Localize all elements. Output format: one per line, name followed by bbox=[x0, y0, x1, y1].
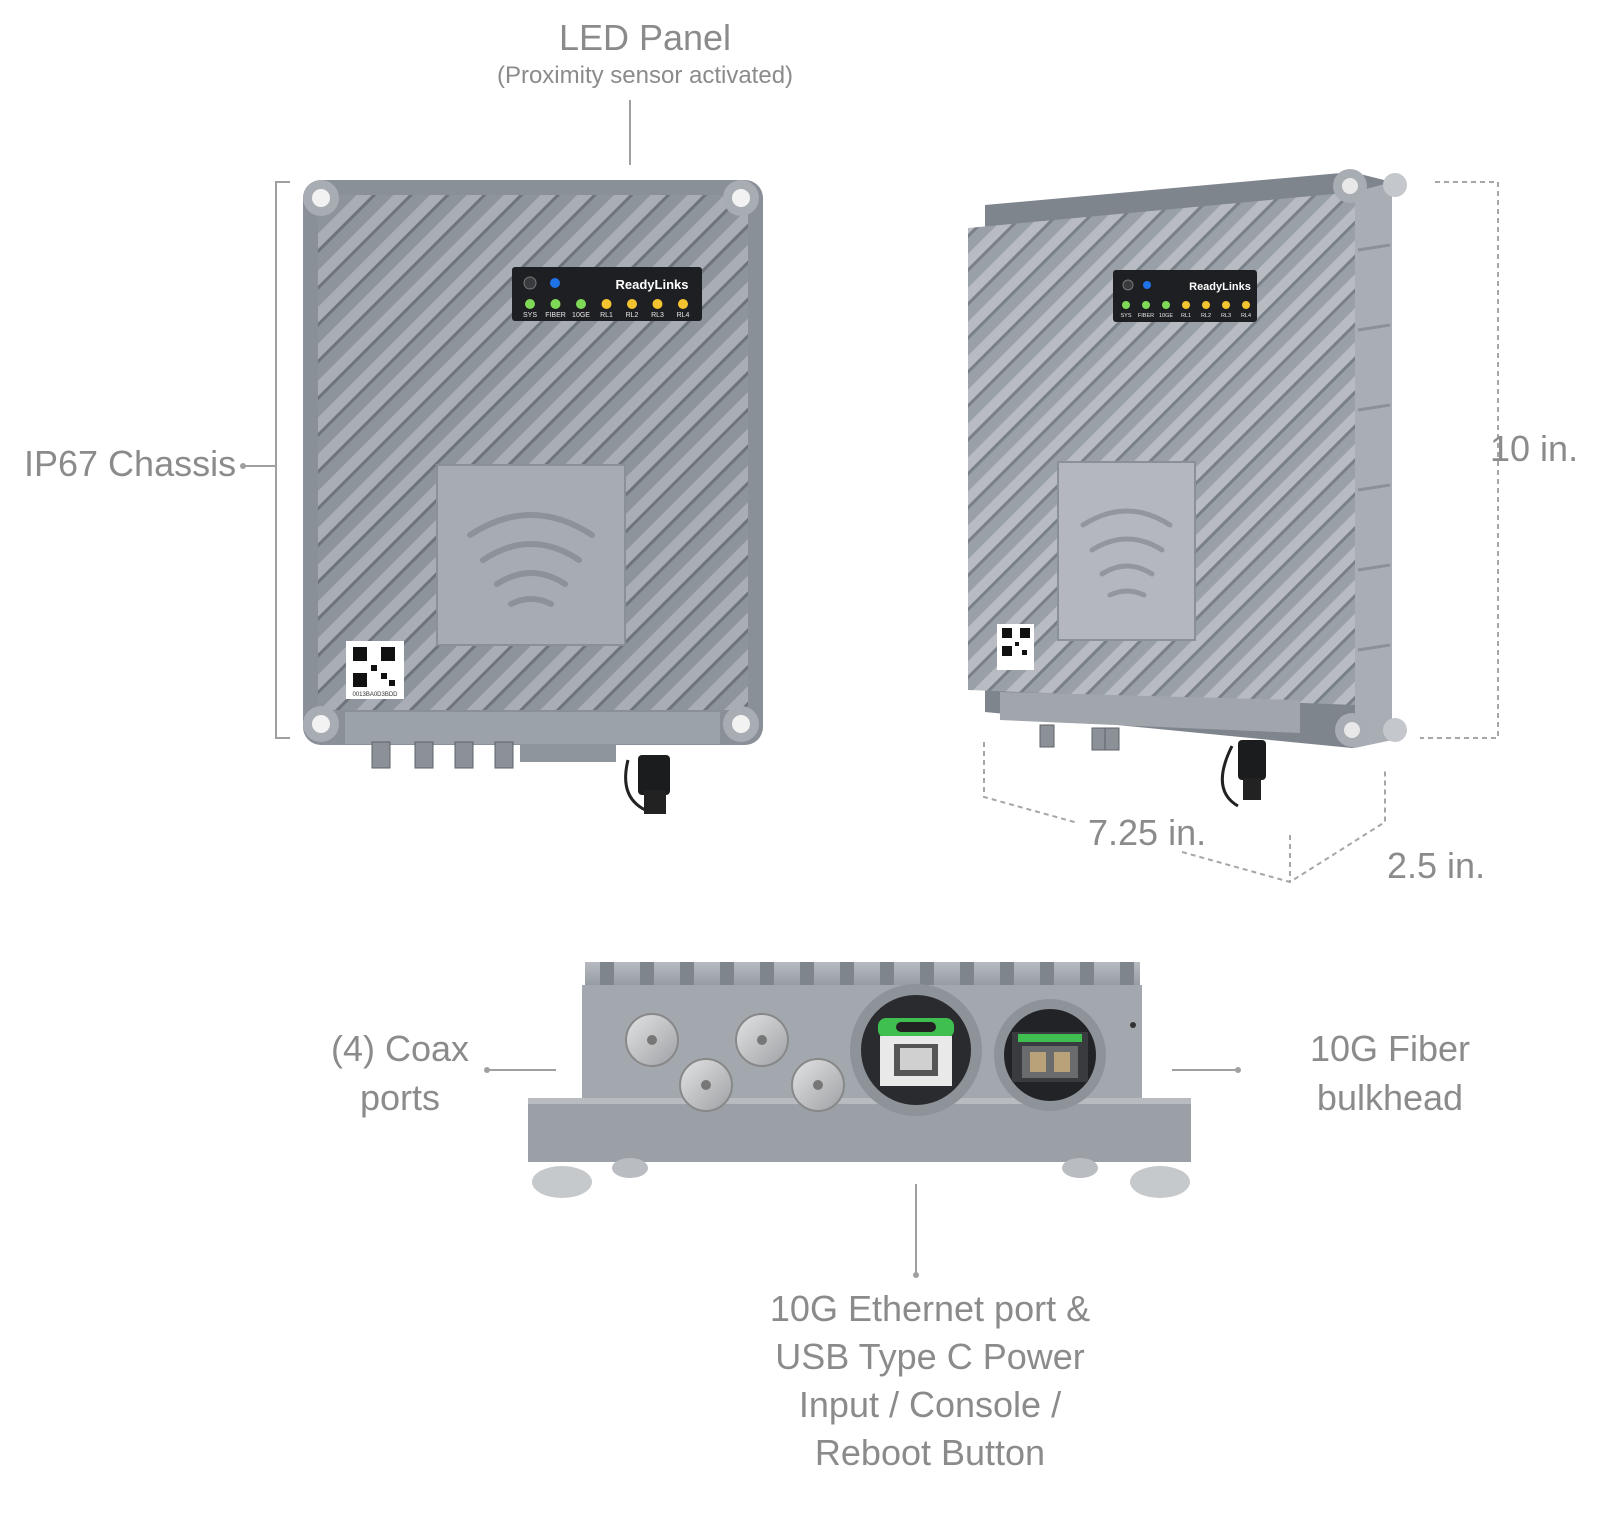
led-rl3 bbox=[1222, 301, 1230, 309]
led-label-fiber: FIBER bbox=[545, 312, 566, 319]
coax-ports bbox=[625, 1013, 845, 1112]
led-label-rl3: RL3 bbox=[651, 312, 664, 319]
led-10ge bbox=[1162, 301, 1170, 309]
qr-code: 0013BA0D3BDD bbox=[346, 641, 404, 699]
led-label-rl4: RL4 bbox=[677, 312, 690, 319]
fiber-label-line-2: bulkhead bbox=[1316, 1076, 1464, 1118]
angled-view-device: ReadyLinks SYS FIBER 10GE RL1 RL2 RL3 RL4 bbox=[968, 169, 1499, 884]
led-rl4 bbox=[678, 299, 688, 309]
led-fiber bbox=[550, 299, 561, 309]
ethernet-label-line-2: USB Type C Power bbox=[775, 1335, 1085, 1377]
wireless-icon bbox=[467, 512, 595, 607]
fiber-bulkhead bbox=[994, 999, 1106, 1111]
led-rl2 bbox=[1202, 301, 1210, 309]
ethernet-usb-port bbox=[850, 984, 982, 1116]
led-panel-subtitle: (Proximity sensor activated) bbox=[496, 62, 794, 89]
led-panel-title: LED Panel bbox=[558, 17, 732, 58]
led-label-fiber: FIBER bbox=[1138, 313, 1154, 319]
svg-text:0013BA0D3BDD: 0013BA0D3BDD bbox=[352, 692, 398, 698]
coax-label-line-2: ports bbox=[359, 1076, 441, 1118]
ethernet-label-line-4: Reboot Button bbox=[814, 1431, 1046, 1473]
led-label-10ge: 10GE bbox=[572, 312, 590, 319]
led-10ge bbox=[576, 299, 586, 309]
led-label-rl2: RL2 bbox=[1201, 313, 1211, 319]
wireless-icon-angled bbox=[1080, 508, 1173, 598]
antenna-window bbox=[436, 464, 626, 646]
led-label-10ge: 10GE bbox=[1159, 313, 1173, 319]
brand-logo: ReadyLinks bbox=[616, 277, 689, 292]
led-rl1 bbox=[1182, 301, 1190, 309]
fiber-bulkhead-label: 10G Fiber bulkhead bbox=[1290, 1025, 1490, 1122]
led-label-rl1: RL1 bbox=[1181, 313, 1191, 319]
chassis-label: IP67 Chassis bbox=[24, 443, 237, 484]
led-label-rl1: RL1 bbox=[600, 312, 613, 319]
coax-ports-label: (4) Coax ports bbox=[300, 1025, 500, 1122]
height-dimension: 10 in. bbox=[1490, 428, 1579, 469]
status-led bbox=[550, 278, 560, 288]
ethernet-label-line-3: Input / Console / bbox=[798, 1383, 1062, 1425]
bottom-view-device bbox=[484, 962, 1241, 1278]
fiber-label-line-1: 10G Fiber bbox=[1309, 1028, 1471, 1069]
depth-dimension: 2.5 in. bbox=[1387, 845, 1486, 886]
led-sys bbox=[1122, 301, 1130, 309]
led-rl4 bbox=[1242, 301, 1250, 309]
led-rl2 bbox=[627, 299, 637, 309]
led-label-rl4: RL4 bbox=[1241, 313, 1251, 319]
led-label-rl3: RL3 bbox=[1221, 313, 1231, 319]
coax-label-line-1: (4) Coax bbox=[330, 1028, 470, 1069]
led-label-sys: SYS bbox=[523, 312, 537, 319]
brand-logo-angled: ReadyLinks bbox=[1189, 281, 1251, 293]
qr-code-angled bbox=[997, 624, 1034, 670]
front-view-device: ReadyLinks SYS FIBER 10GE RL1 RL2 RL3 RL4 0013… bbox=[240, 100, 763, 814]
led-rl1 bbox=[601, 299, 612, 309]
led-label-sys: SYS bbox=[1120, 313, 1131, 319]
led-label-rl2: RL2 bbox=[626, 312, 639, 319]
ethernet-port-label: 10G Ethernet port & USB Type C Power Inp… bbox=[700, 1285, 1160, 1477]
led-sys bbox=[525, 299, 535, 309]
ethernet-label-line-1: 10G Ethernet port & bbox=[769, 1288, 1091, 1329]
led-fiber bbox=[1142, 301, 1150, 309]
dimension-lines bbox=[983, 181, 1499, 884]
led-rl3 bbox=[652, 299, 663, 309]
width-dimension: 7.25 in. bbox=[1088, 812, 1207, 853]
